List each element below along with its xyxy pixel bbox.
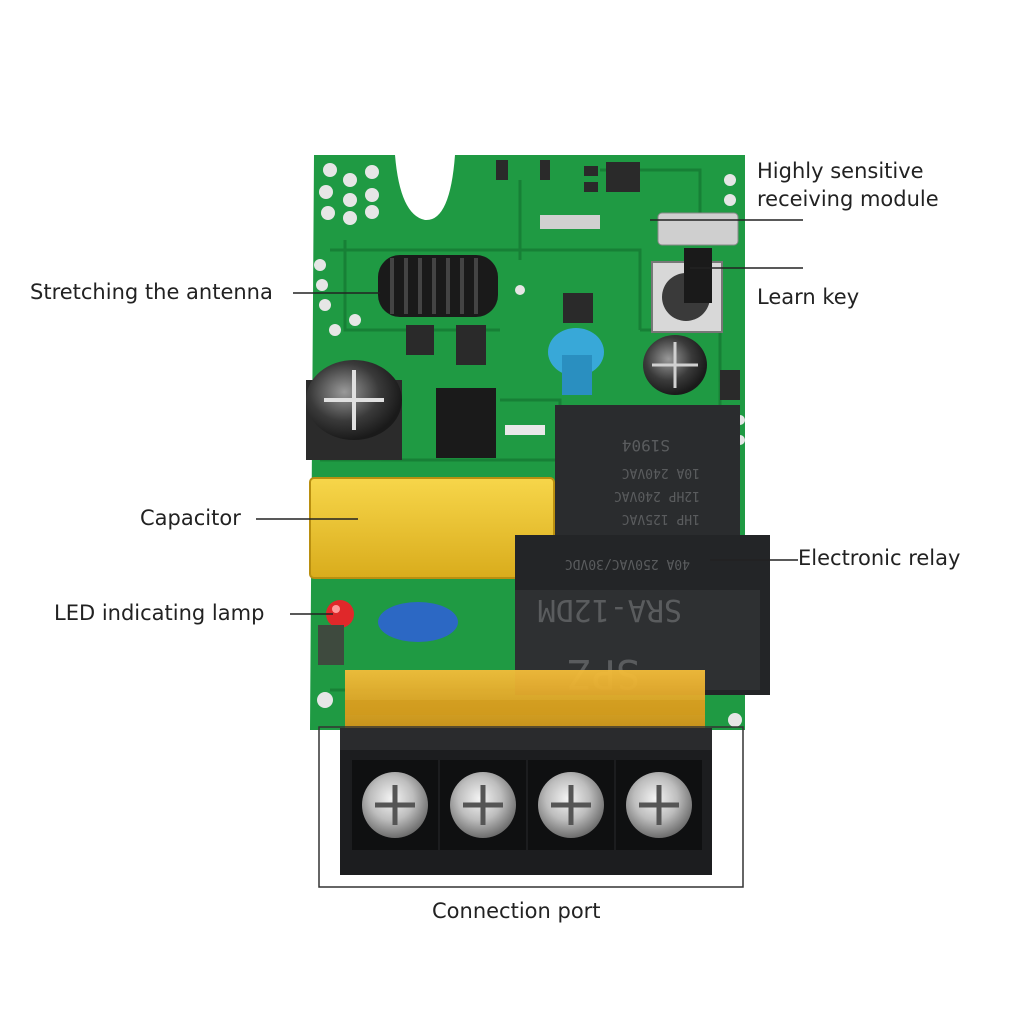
label-relay: Electronic relay (798, 546, 961, 570)
electrolytic-capacitor-left (306, 360, 402, 460)
relay-date-code: S1904 (622, 436, 670, 455)
label-antenna: Stretching the antenna (30, 280, 273, 304)
antenna-coil (378, 255, 498, 317)
electronic-relay: SRA-12DM 40A 250VAC/30VDC 1HP 125VAC 12H… (515, 405, 770, 696)
terminal-screw-2 (450, 772, 516, 838)
relay-model-text: SRA-12DM (538, 592, 683, 627)
label-connection-port: Connection port (432, 899, 601, 923)
label-learn-key: Learn key (757, 285, 860, 309)
relay-rating-4: 10A 240VAC (622, 465, 700, 480)
relay-rating-2: 1HP 125VAC (622, 511, 700, 526)
label-receiving-module-line2: receiving module (757, 187, 939, 211)
terminal-screw-1 (362, 772, 428, 838)
connection-port-bracket (318, 726, 744, 888)
terminal-block (340, 728, 712, 875)
learn-key-switch (651, 248, 723, 333)
electrolytic-capacitor-right (643, 335, 707, 395)
disc-capacitor (378, 602, 458, 642)
label-receiving-module-line1: Highly sensitive (757, 159, 924, 183)
terminal-screw-4 (626, 772, 692, 838)
terminal-screw-3 (538, 772, 604, 838)
label-capacitor: Capacitor (140, 506, 241, 530)
leader-lines (256, 219, 803, 615)
receiver-crystal (657, 212, 739, 246)
ic-chip (436, 388, 496, 458)
label-led: LED indicating lamp (54, 601, 265, 625)
led-lamp (318, 600, 354, 665)
relay-rating-1: 40A 250VAC/30VDC (565, 556, 690, 571)
relay-rating-3: 12HP 240VAC (614, 488, 700, 503)
yellow-capacitor (309, 477, 555, 579)
